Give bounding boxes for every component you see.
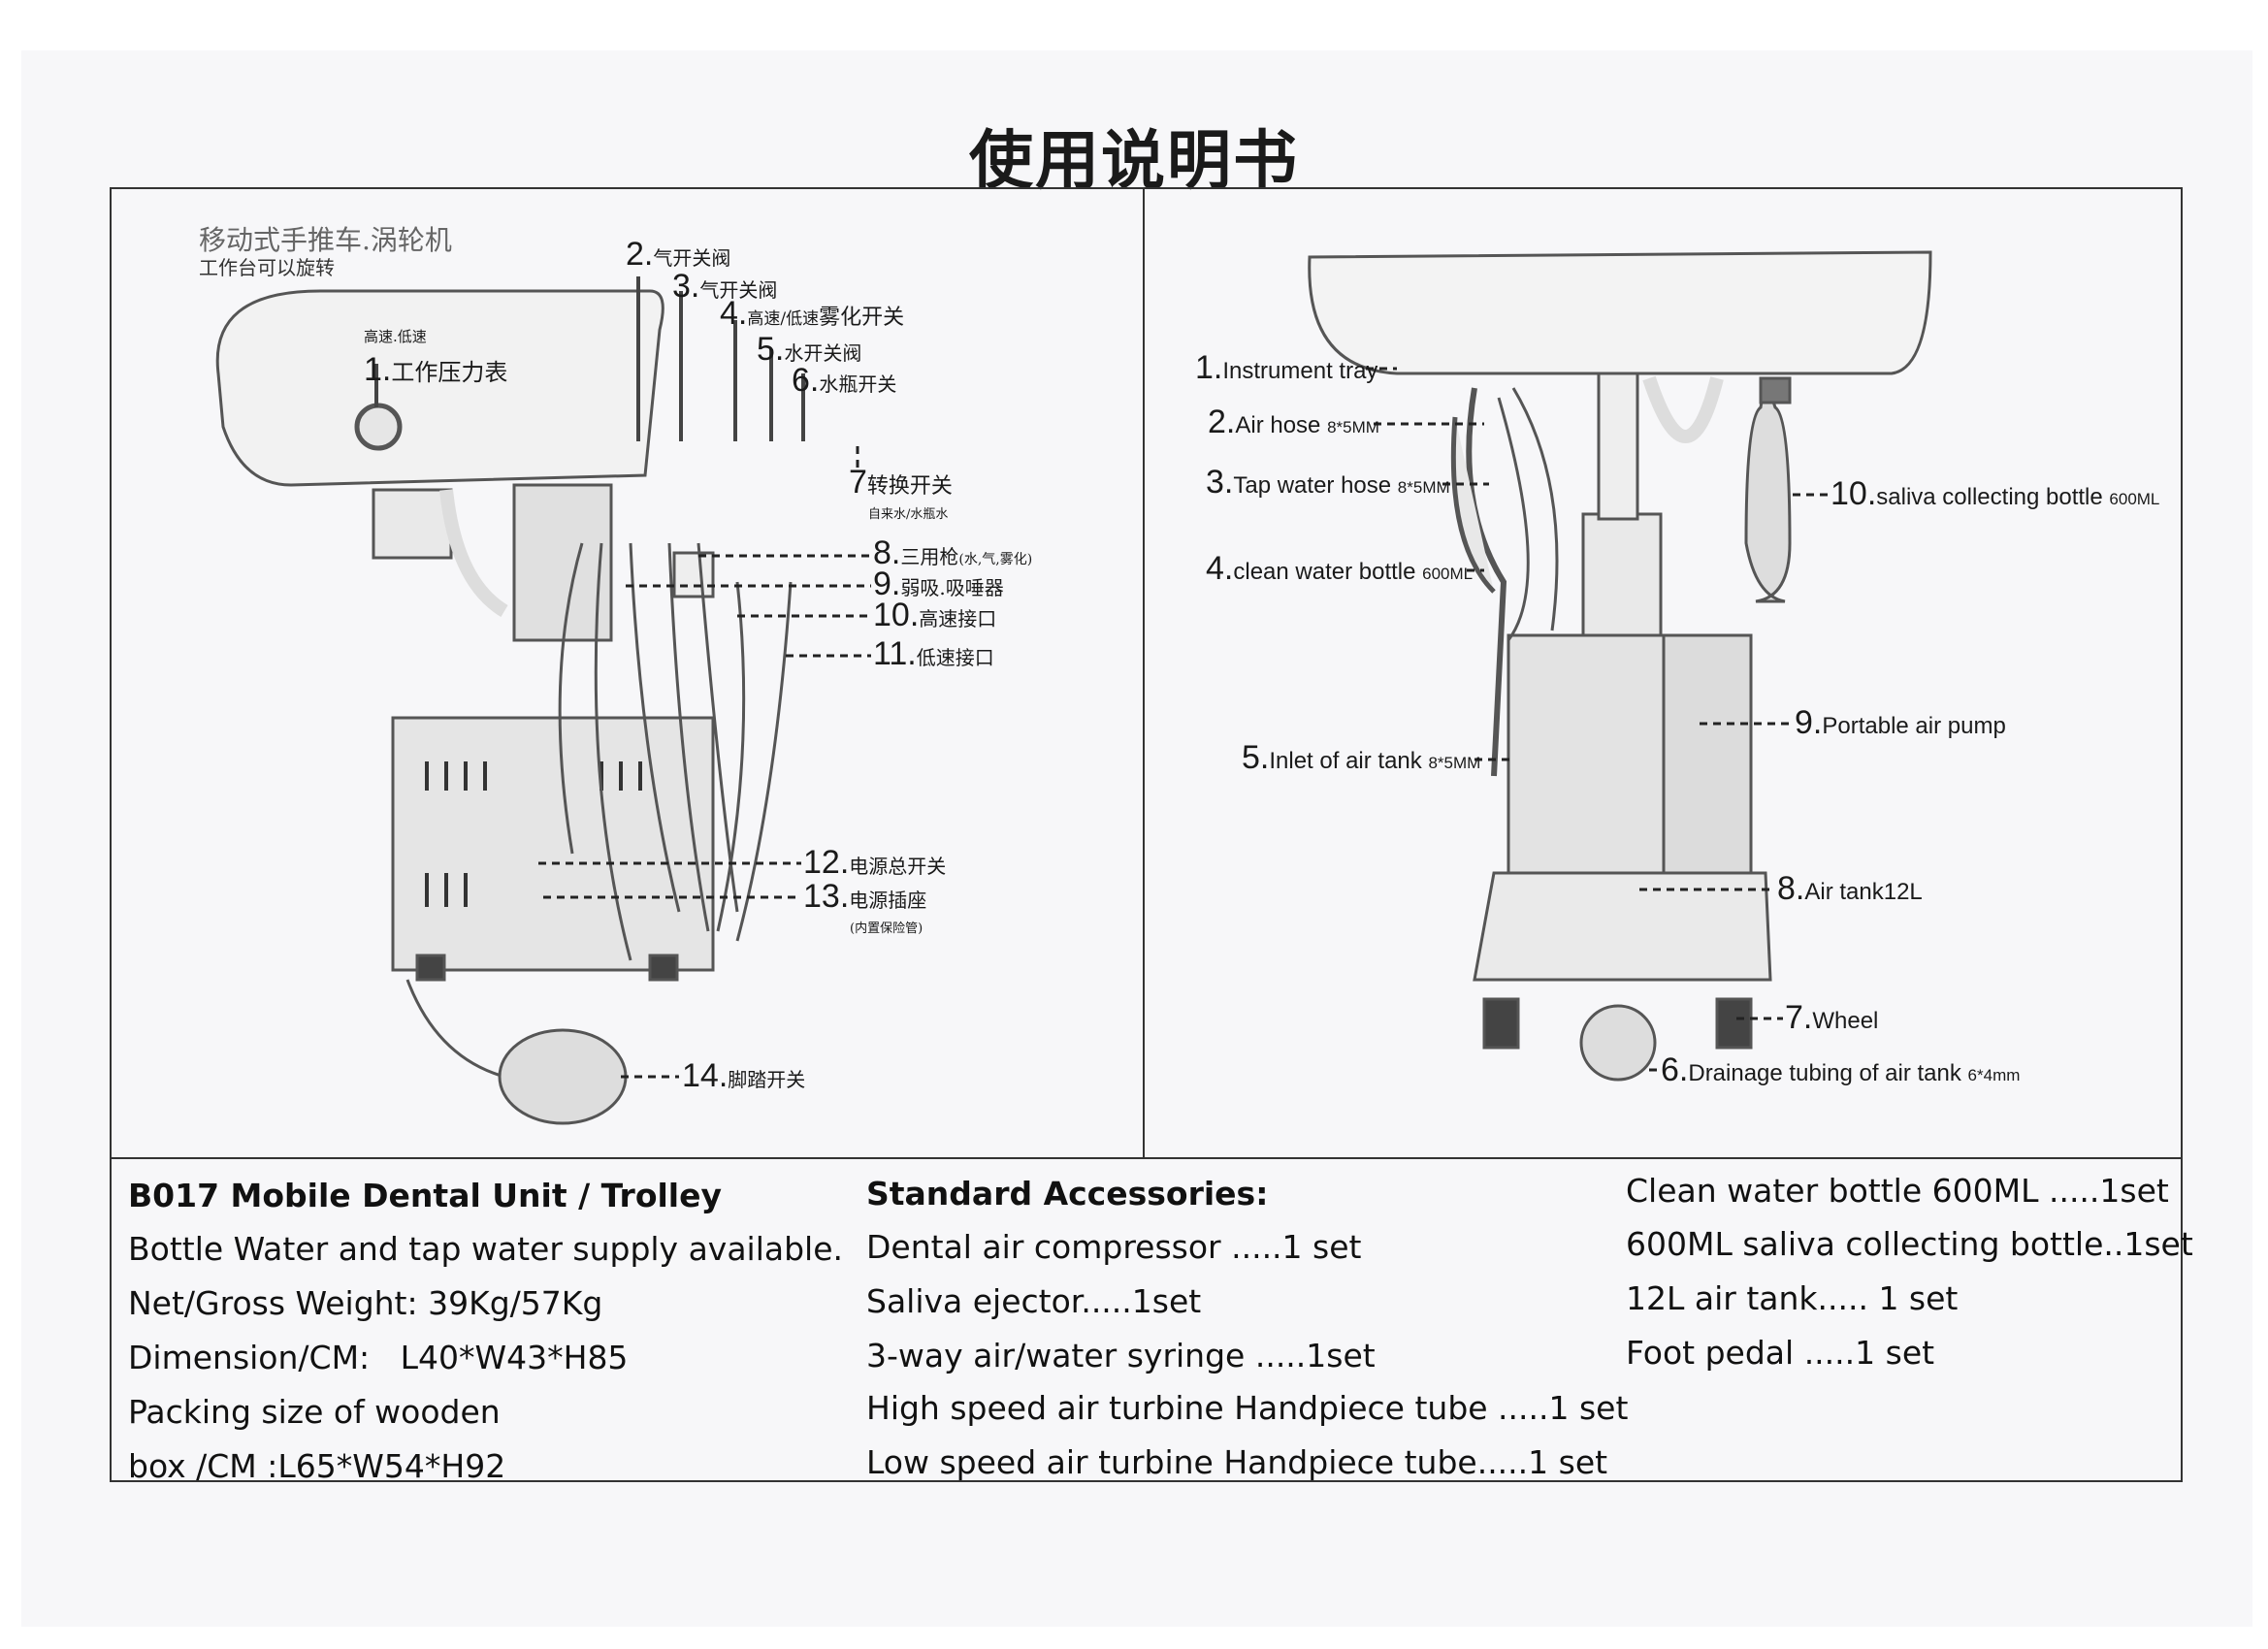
left-label-2: 2.气开关阀 (626, 236, 731, 273)
left-label-8: 8.三用枪(水,气,雾化) (873, 534, 1033, 571)
right-label-6: 6.Drainage tubing of air tank 6*4mm (1661, 1051, 2021, 1088)
left-caption-subtitle: 工作台可以旋转 (199, 256, 335, 279)
manual-frame (110, 187, 2183, 1482)
left-label-1: 高速.低速 1.工作压力表 (364, 328, 508, 388)
spec-line-2: Net/Gross Weight: 39Kg/57Kg (128, 1284, 603, 1322)
spec-line-1: Bottle Water and tap water supply availa… (128, 1230, 844, 1268)
product-title: B017 Mobile Dental Unit / Trolley (128, 1177, 723, 1214)
left-label-11: 11.低速接口 (873, 635, 994, 672)
left-label-13: 13.电源插座(内置保险管) (803, 878, 927, 936)
accessory-line-8: 12L air tank..... 1 set (1626, 1279, 1959, 1317)
panel-divider-vertical (1143, 187, 1145, 1159)
right-label-9: 9.Portable air pump (1795, 704, 2006, 741)
left-label-9: 9.弱吸.吸唾器 (873, 566, 1004, 602)
page-title: 使用说明书 (969, 122, 1299, 198)
panel-divider-horizontal (110, 1157, 2183, 1159)
accessory-line-2: Saliva ejector.....1set (866, 1282, 1202, 1320)
accessory-line-9: Foot pedal .....1 set (1626, 1334, 1935, 1372)
right-label-3: 3.Tap water hose 8*5MM (1206, 464, 1450, 501)
spec-line-3: Dimension/CM: L40*W43*H85 (128, 1339, 629, 1376)
left-label-10: 10.高速接口 (873, 597, 997, 633)
right-label-10: 10.saliva collecting bottle 600ML (1831, 475, 2160, 512)
accessory-line-7: 600ML saliva collecting bottle..1set (1626, 1225, 2193, 1263)
right-label-2: 2.Air hose 8*5MM (1208, 404, 1379, 440)
left-label-14: 14.脚踏开关 (682, 1057, 806, 1094)
left-caption-title: 移动式手推车.涡轮机 (199, 224, 452, 256)
right-label-4: 4.clean water bottle 600ML (1206, 550, 1474, 587)
right-label-7: 7.Wheel (1785, 999, 1879, 1036)
accessories-title: Standard Accessories: (866, 1175, 1269, 1212)
spec-line-4: Packing size of wooden (128, 1393, 501, 1431)
right-label-1: 1.Instrument tray (1195, 349, 1378, 386)
left-label-12: 12.电源总开关 (803, 844, 947, 881)
spec-line-5: box /CM :L65*W54*H92 (128, 1447, 506, 1485)
left-label-3: 3.气开关阀 (672, 268, 778, 305)
right-label-5: 5.Inlet of air tank 8*5MM (1242, 739, 1481, 776)
accessory-line-4: High speed air turbine Handpiece tube ..… (866, 1389, 1629, 1427)
right-label-8: 8.Air tank12L (1777, 870, 1923, 907)
left-label-6: 6.水瓶开关 (792, 362, 897, 399)
accessory-line-6: Clean water bottle 600ML .....1set (1626, 1172, 2169, 1210)
left-label-4: 4.高速/低速雾化开关 (720, 295, 905, 332)
left-label-5: 5.水开关阀 (757, 331, 862, 368)
accessory-line-1: Dental air compressor .....1 set (866, 1228, 1362, 1266)
accessory-line-3: 3-way air/water syringe .....1set (866, 1337, 1376, 1374)
left-label-7: 7转换开关自来水/水瓶水 (849, 464, 953, 522)
accessory-line-5: Low speed air turbine Handpiece tube....… (866, 1443, 1608, 1481)
